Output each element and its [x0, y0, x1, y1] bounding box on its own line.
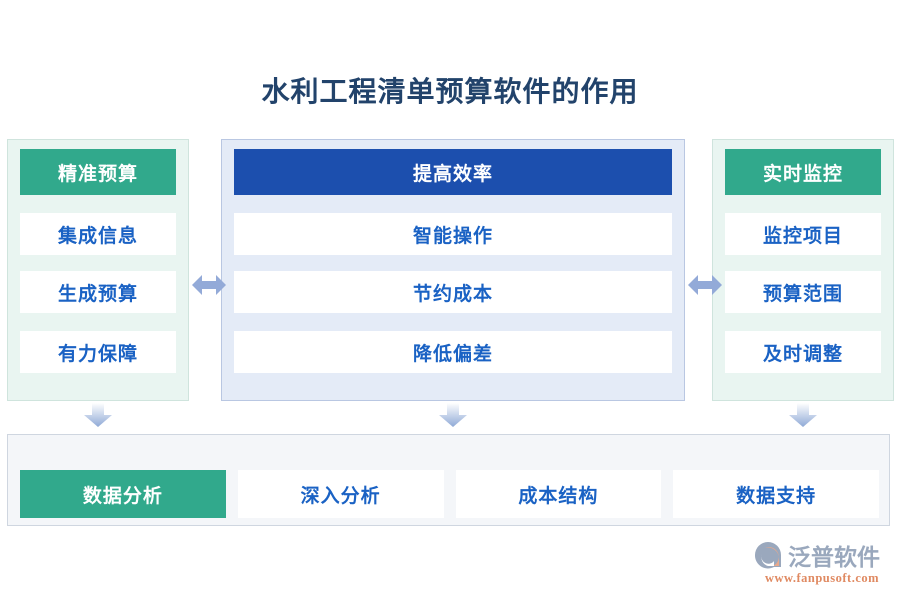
double-headed-horizontal-arrow-icon — [192, 272, 226, 298]
column-header-improve-efficiency[interactable]: 提高效率 — [234, 149, 672, 195]
column-item-improve-efficiency-2[interactable]: 降低偏差 — [234, 331, 672, 373]
spacer — [20, 255, 176, 271]
bottom-cell-2[interactable]: 成本结构 — [455, 470, 662, 518]
spacer — [725, 195, 881, 213]
logo-top-row: 泛普软件 — [752, 540, 892, 570]
bottom-cell-3[interactable]: 数据支持 — [673, 470, 879, 518]
down-arrow-icon — [789, 403, 817, 427]
bottom-cell-0[interactable]: 数据分析 — [20, 470, 226, 518]
spacer — [20, 195, 176, 213]
column-item-precise-budget-1[interactable]: 生成预算 — [20, 271, 176, 313]
column-panel-realtime-monitoring: 实时监控 监控项目 预算范围 及时调整 — [712, 139, 894, 401]
logo-word: 泛普软件 — [788, 545, 880, 570]
spacer — [234, 255, 672, 271]
fanpu-swirl-logo-icon — [752, 541, 784, 569]
column-item-precise-budget-0[interactable]: 集成信息 — [20, 213, 176, 255]
bottom-cell-1[interactable]: 深入分析 — [237, 470, 444, 518]
bottom-row: 数据分析 深入分析 成本结构 数据支持 — [20, 470, 879, 518]
column-item-precise-budget-2[interactable]: 有力保障 — [20, 331, 176, 373]
column-item-realtime-monitoring-2[interactable]: 及时调整 — [725, 331, 881, 373]
column-inner-improve-efficiency: 提高效率 智能操作 节约成本 降低偏差 — [234, 149, 672, 391]
spacer — [725, 313, 881, 331]
column-inner-realtime-monitoring: 实时监控 监控项目 预算范围 及时调整 — [725, 149, 881, 391]
spacer — [234, 195, 672, 213]
bottom-panel: 数据分析 深入分析 成本结构 数据支持 — [7, 434, 890, 526]
column-panel-precise-budget: 精准预算 集成信息 生成预算 有力保障 — [7, 139, 189, 401]
column-header-realtime-monitoring[interactable]: 实时监控 — [725, 149, 881, 195]
column-item-realtime-monitoring-0[interactable]: 监控项目 — [725, 213, 881, 255]
columns-region: 精准预算 集成信息 生成预算 有力保障 提高效率 智能操作 节约成本 降低偏差 — [0, 139, 900, 401]
column-item-improve-efficiency-1[interactable]: 节约成本 — [234, 271, 672, 313]
brand-logo: 泛普软件 www.fanpusoft.com — [752, 540, 892, 588]
page-title: 水利工程清单预算软件的作用 — [261, 77, 639, 108]
spacer — [725, 255, 881, 271]
logo-url: www.fanpusoft.com — [764, 571, 880, 585]
down-arrow-icon — [439, 403, 467, 427]
column-item-realtime-monitoring-1[interactable]: 预算范围 — [725, 271, 881, 313]
column-panel-improve-efficiency: 提高效率 智能操作 节约成本 降低偏差 — [221, 139, 685, 401]
down-arrow-icon — [84, 403, 112, 427]
spacer — [234, 313, 672, 331]
column-item-improve-efficiency-0[interactable]: 智能操作 — [234, 213, 672, 255]
column-header-precise-budget[interactable]: 精准预算 — [20, 149, 176, 195]
spacer — [20, 313, 176, 331]
column-inner-precise-budget: 精准预算 集成信息 生成预算 有力保障 — [20, 149, 176, 391]
double-headed-horizontal-arrow-icon — [688, 272, 722, 298]
